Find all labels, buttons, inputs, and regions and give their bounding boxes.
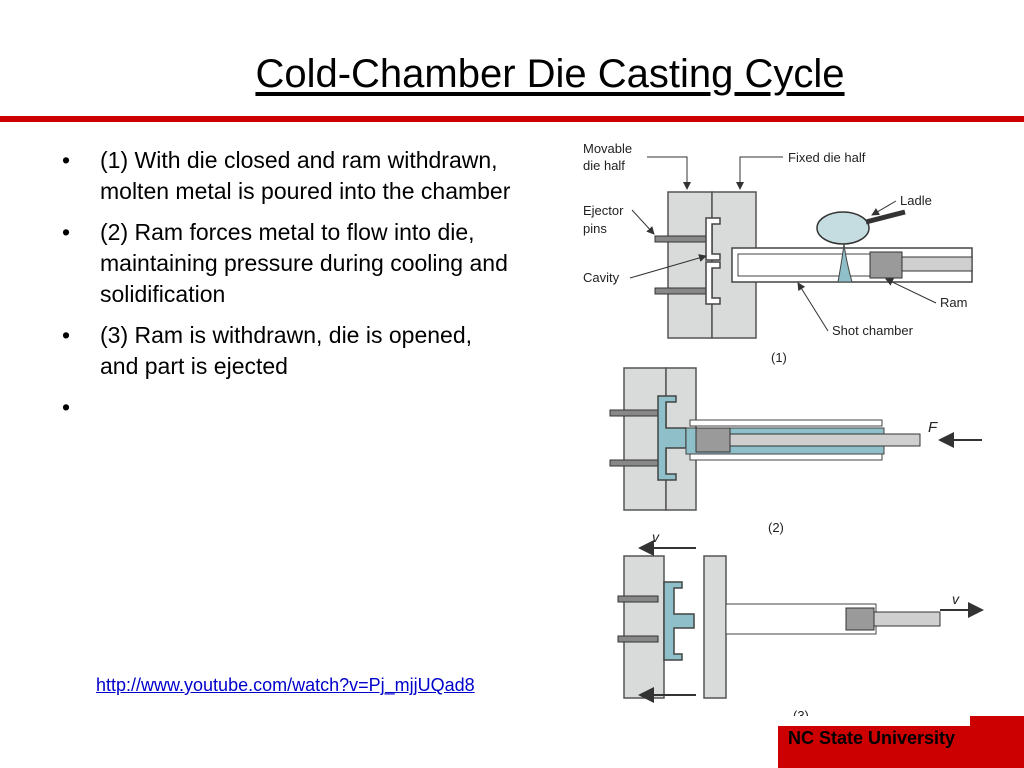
bullet-text: (2) Ram forces metal to flow into die, m…: [100, 219, 508, 307]
ram-rod: [873, 611, 941, 627]
ladle-bowl: [816, 211, 870, 245]
ram: [695, 427, 731, 453]
stage-3-diagram: [617, 540, 984, 703]
footer-university: NC State University: [788, 728, 956, 748]
bullet-text: (3) Ram is withdrawn, die is opened, and…: [100, 322, 472, 379]
title-divider: [0, 116, 1024, 122]
label-ram: Ram: [940, 295, 967, 310]
label-force: F: [928, 419, 938, 436]
ejector-pin: [609, 409, 661, 417]
ejected-part: [663, 581, 695, 661]
chamber-wall-top: [689, 419, 883, 427]
ejector-pin: [654, 287, 711, 295]
ram: [845, 607, 875, 631]
bullet-item-2: • (2) Ram forces metal to flow into die, …: [56, 217, 516, 310]
ram: [869, 251, 903, 279]
bullet-dot-icon: •: [62, 219, 71, 245]
chamber-bore: [737, 253, 873, 277]
stage-2-diagram: [609, 367, 982, 511]
movable-die-half: [623, 555, 665, 699]
label-velocity-2: v: [952, 591, 960, 607]
ram-rod: [729, 433, 921, 447]
label-pins: pins: [583, 221, 607, 236]
bullet-item-3: • (3) Ram is withdrawn, die is opened, an…: [56, 320, 516, 382]
label-ladle: Ladle: [900, 193, 932, 208]
label-step-1: (1): [771, 350, 787, 365]
bullet-list: • (1) With die closed and ram withdrawn, …: [56, 145, 516, 420]
bullet-dot-icon: •: [62, 394, 71, 420]
label-step-2: (2): [768, 520, 784, 535]
cavity-outline: [705, 217, 721, 305]
label-cavity: Cavity: [583, 270, 620, 285]
label-velocity-1: v: [652, 529, 660, 545]
footer-notch: [778, 716, 970, 726]
leader-lines-stage-1: [629, 156, 937, 332]
ejector-pin: [609, 459, 661, 467]
stage-1-diagram: [654, 191, 973, 339]
ejector-pin: [654, 235, 711, 243]
ram-rod: [901, 256, 973, 272]
label-movable: Movable: [583, 141, 632, 156]
label-fixed-die-half: Fixed die half: [788, 150, 866, 165]
ladle-handle: [865, 209, 906, 225]
label-shot-chamber: Shot chamber: [832, 323, 914, 338]
youtube-link[interactable]: http://www.youtube.com/watch?v=Pj_mjjUQa…: [96, 675, 475, 695]
ejector-pin: [617, 595, 659, 603]
bullet-dot-icon: •: [62, 147, 71, 173]
bullet-text: (1) With die closed and ram withdrawn, m…: [100, 147, 511, 204]
label-die-half: die half: [583, 158, 625, 173]
chamber-wall-bottom: [689, 453, 883, 461]
slide-title: Cold-Chamber Die Casting Cycle: [255, 52, 845, 96]
fixed-die-half: [703, 555, 727, 699]
ejector-pin: [617, 635, 659, 643]
bullet-item-1: • (1) With die closed and ram withdrawn, …: [56, 145, 516, 207]
bullet-dot-icon: •: [62, 322, 71, 348]
label-ejector: Ejector: [583, 203, 624, 218]
